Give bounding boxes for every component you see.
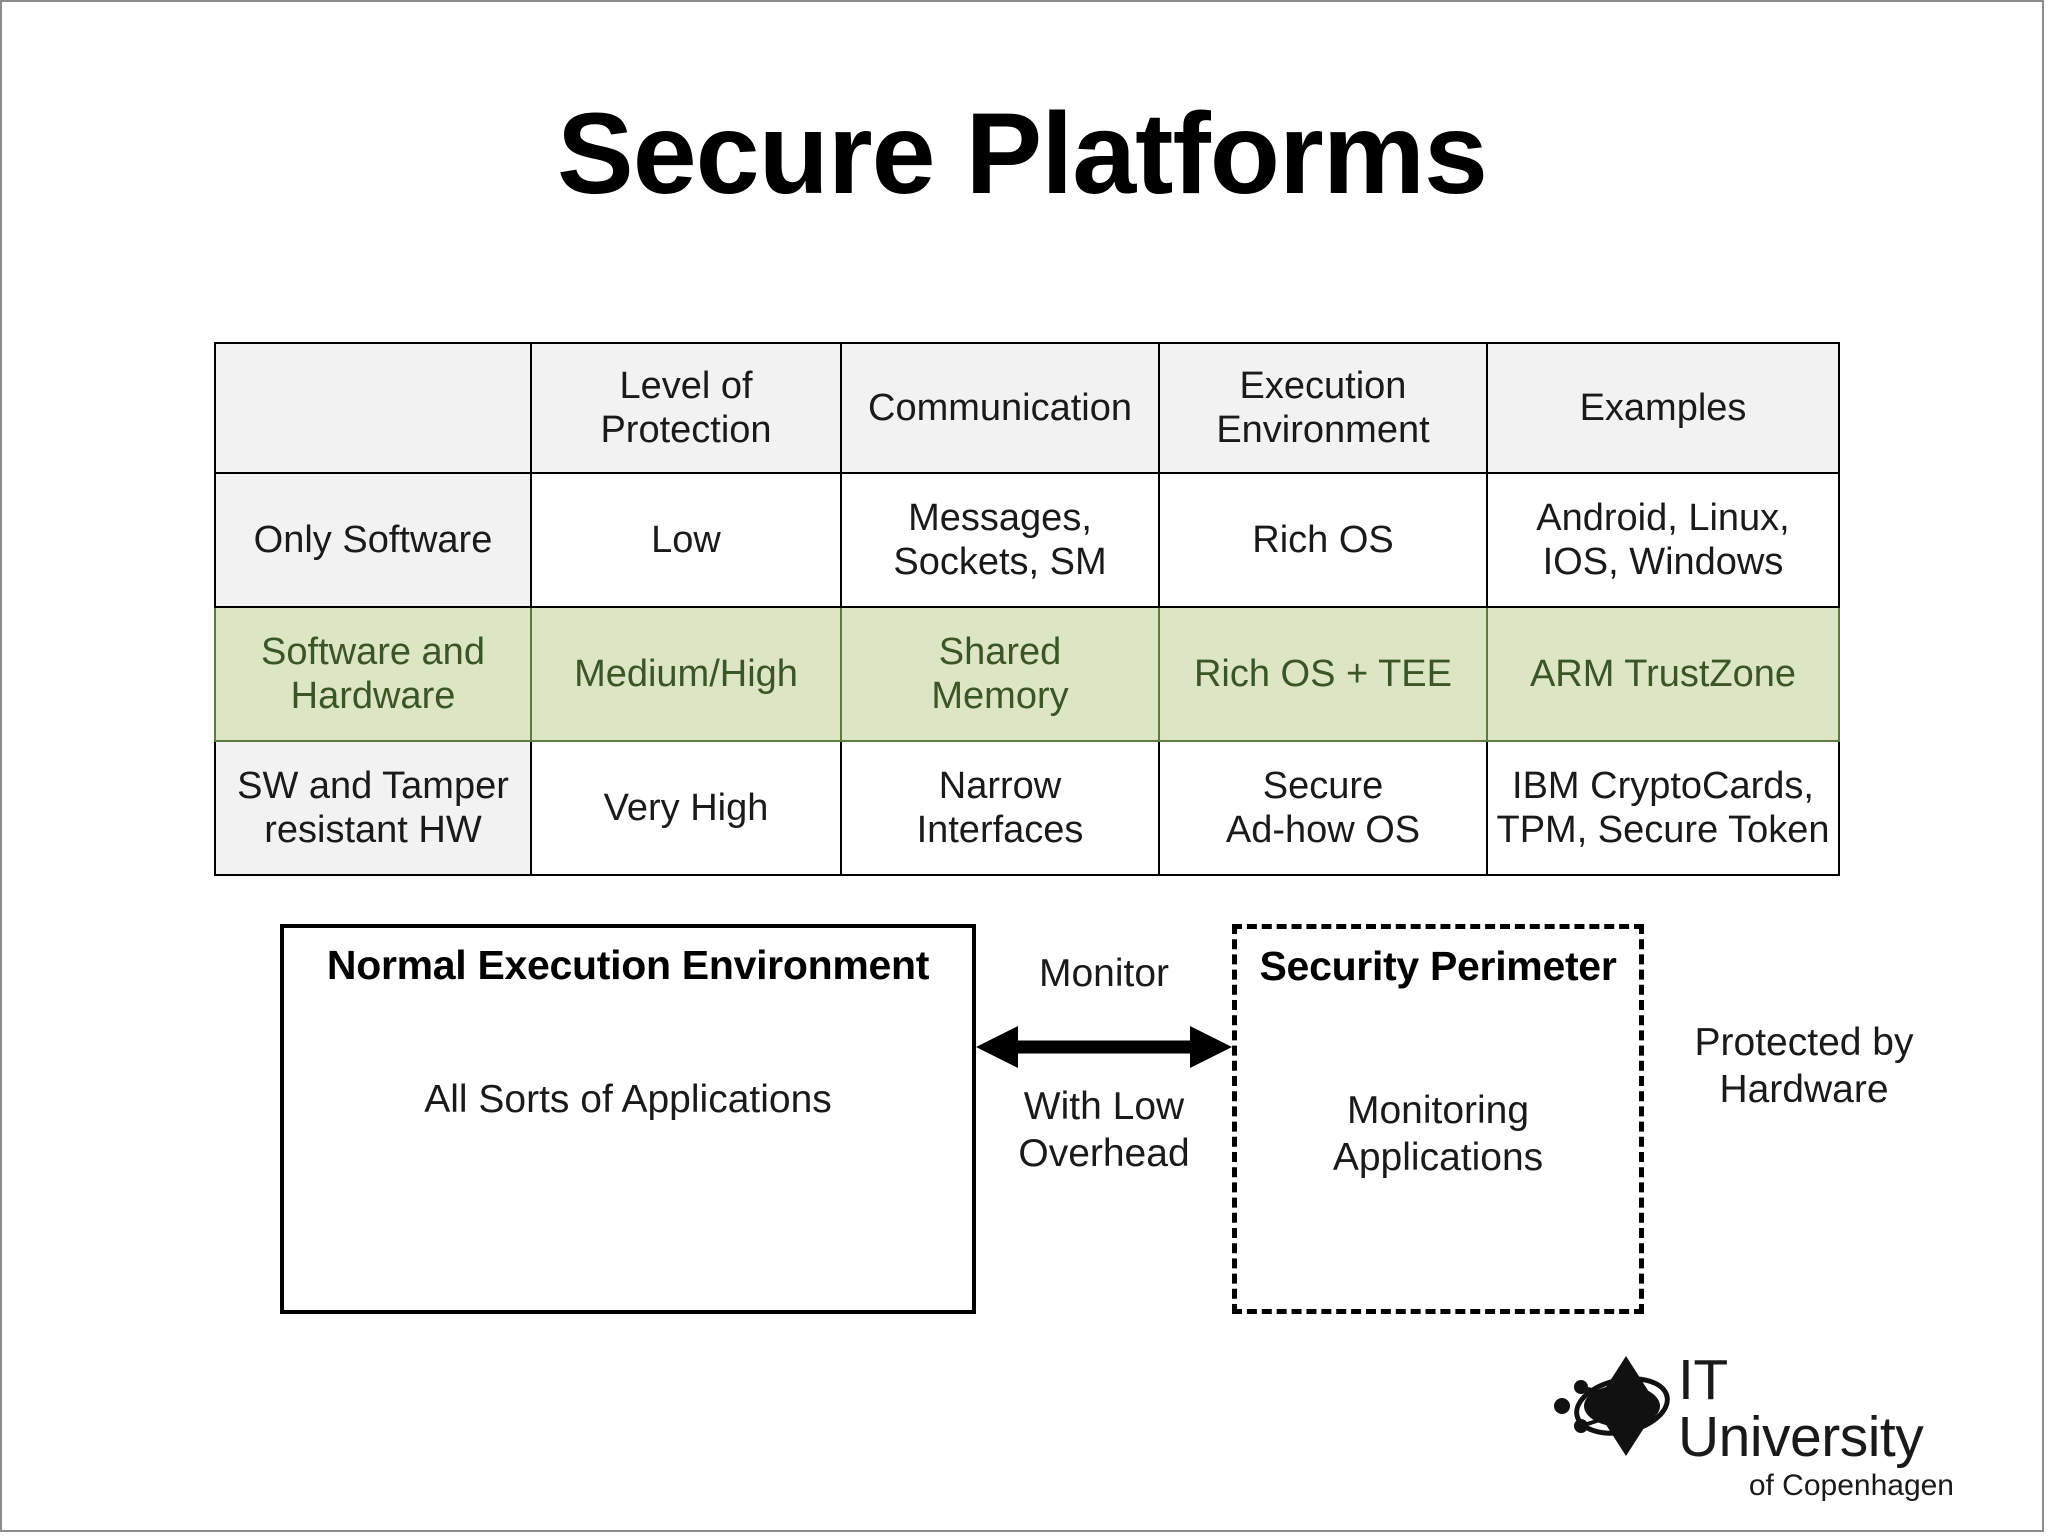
perimeter-box-body: Monitoring Applications [1237, 1088, 1639, 1182]
cell-line-2: TPM, Secure Token [1496, 809, 1830, 851]
cell-environment: Secure Ad-how OS [1158, 740, 1488, 876]
header-line-1: Level of [619, 364, 753, 407]
cell-line-2: IOS, Windows [1542, 541, 1784, 583]
cell-protection: Low [530, 472, 842, 608]
itu-logo-name: IT University [1678, 1348, 1924, 1469]
protected-line-2: Hardware [1719, 1067, 1889, 1111]
cell-line-1: Secure [1262, 764, 1384, 807]
cell-examples: IBM CryptoCards, TPM, Secure Token [1486, 740, 1840, 876]
table-row-only-software: Only Software Low Messages, Sockets, SM … [214, 472, 1840, 608]
table-header-blank [214, 342, 532, 474]
cell-line-2: Interfaces [916, 809, 1084, 851]
cell-line-1: Shared [938, 630, 1062, 673]
cell-examples: Android, Linux, IOS, Windows [1486, 472, 1840, 608]
table-header-communication: Communication [840, 342, 1160, 474]
architecture-diagram: Normal Execution Environment All Sorts o… [2, 902, 2042, 1422]
cell-line-2: resistant HW [264, 809, 482, 851]
protected-line-1: Protected by [1694, 1021, 1914, 1064]
perimeter-body-line-1: Monitoring [1346, 1089, 1530, 1132]
cell-communication: Narrow Interfaces [840, 740, 1160, 876]
header-line-1: Execution [1239, 364, 1407, 407]
normal-box-title: Normal Execution Environment [326, 942, 930, 988]
cell-line-1: Narrow [938, 764, 1062, 807]
itu-logo-mark-icon [1554, 1354, 1674, 1458]
normal-box-body: All Sorts of Applications [424, 1078, 832, 1121]
overhead-line-1: With Low [1023, 1085, 1185, 1128]
security-perimeter-box: Security Perimeter Monitoring Applicatio… [1232, 924, 1644, 1314]
bidirectional-arrow-icon [976, 1024, 1232, 1070]
perimeter-body-line-2: Applications [1332, 1135, 1544, 1179]
header-line-2: Environment [1216, 409, 1430, 451]
cell-communication: Shared Memory [840, 606, 1160, 742]
cell-line-1: SW and Tamper [237, 764, 509, 807]
cell-environment: Rich OS + TEE [1158, 606, 1488, 742]
cell-line-2: Memory [931, 675, 1069, 717]
overhead-line-2: Overhead [1018, 1131, 1190, 1175]
table-header-examples: Examples [1486, 342, 1840, 474]
cell-category: Software and Hardware [214, 606, 532, 742]
header-line-2: Protection [600, 409, 772, 451]
cell-line-2: Ad-how OS [1225, 809, 1421, 851]
normal-execution-environment-box: Normal Execution Environment All Sorts o… [280, 924, 976, 1314]
cell-communication: Messages, Sockets, SM [840, 472, 1160, 608]
table-header-execution-environment: Execution Environment [1158, 342, 1488, 474]
table-header-level-of-protection: Level of Protection [530, 342, 842, 474]
table-row-software-and-hardware: Software and Hardware Medium/High Shared… [214, 606, 1840, 742]
itu-logo-subtitle: of Copenhagen [1748, 1469, 1954, 1502]
cell-examples: ARM TrustZone [1486, 606, 1840, 742]
secure-platforms-comparison-table: Level of Protection Communication Execut… [214, 342, 1840, 876]
table-header-row: Level of Protection Communication Execut… [214, 342, 1840, 474]
cell-line-1: Messages, [908, 496, 1092, 539]
table-row-sw-and-tamper-resistant-hw: SW and Tamper resistant HW Very High Nar… [214, 740, 1840, 876]
cell-environment: Rich OS [1158, 472, 1488, 608]
page-title: Secure Platforms [557, 90, 1488, 218]
cell-category: Only Software [214, 472, 532, 608]
cell-line-2: Hardware [290, 675, 456, 717]
itu-logo: IT University of Copenhagen [1554, 1350, 1954, 1502]
protected-by-hardware-note: Protected by Hardware [1654, 1020, 1954, 1114]
cell-category: SW and Tamper resistant HW [214, 740, 532, 876]
cell-protection: Medium/High [530, 606, 842, 742]
perimeter-box-title: Security Perimeter [1259, 943, 1617, 989]
itu-logo-text: IT University of Copenhagen [1678, 1348, 1954, 1503]
cell-protection: Very High [530, 740, 842, 876]
arrow-label-overhead: With Low Overhead [970, 1084, 1238, 1178]
cell-line-2: Sockets, SM [893, 541, 1107, 583]
cell-line-1: Software and [261, 630, 485, 673]
arrow-label-monitor: Monitor [1038, 952, 1170, 995]
cell-line-1: Android, Linux, [1536, 496, 1790, 539]
cell-line-1: IBM CryptoCards, [1512, 764, 1814, 807]
